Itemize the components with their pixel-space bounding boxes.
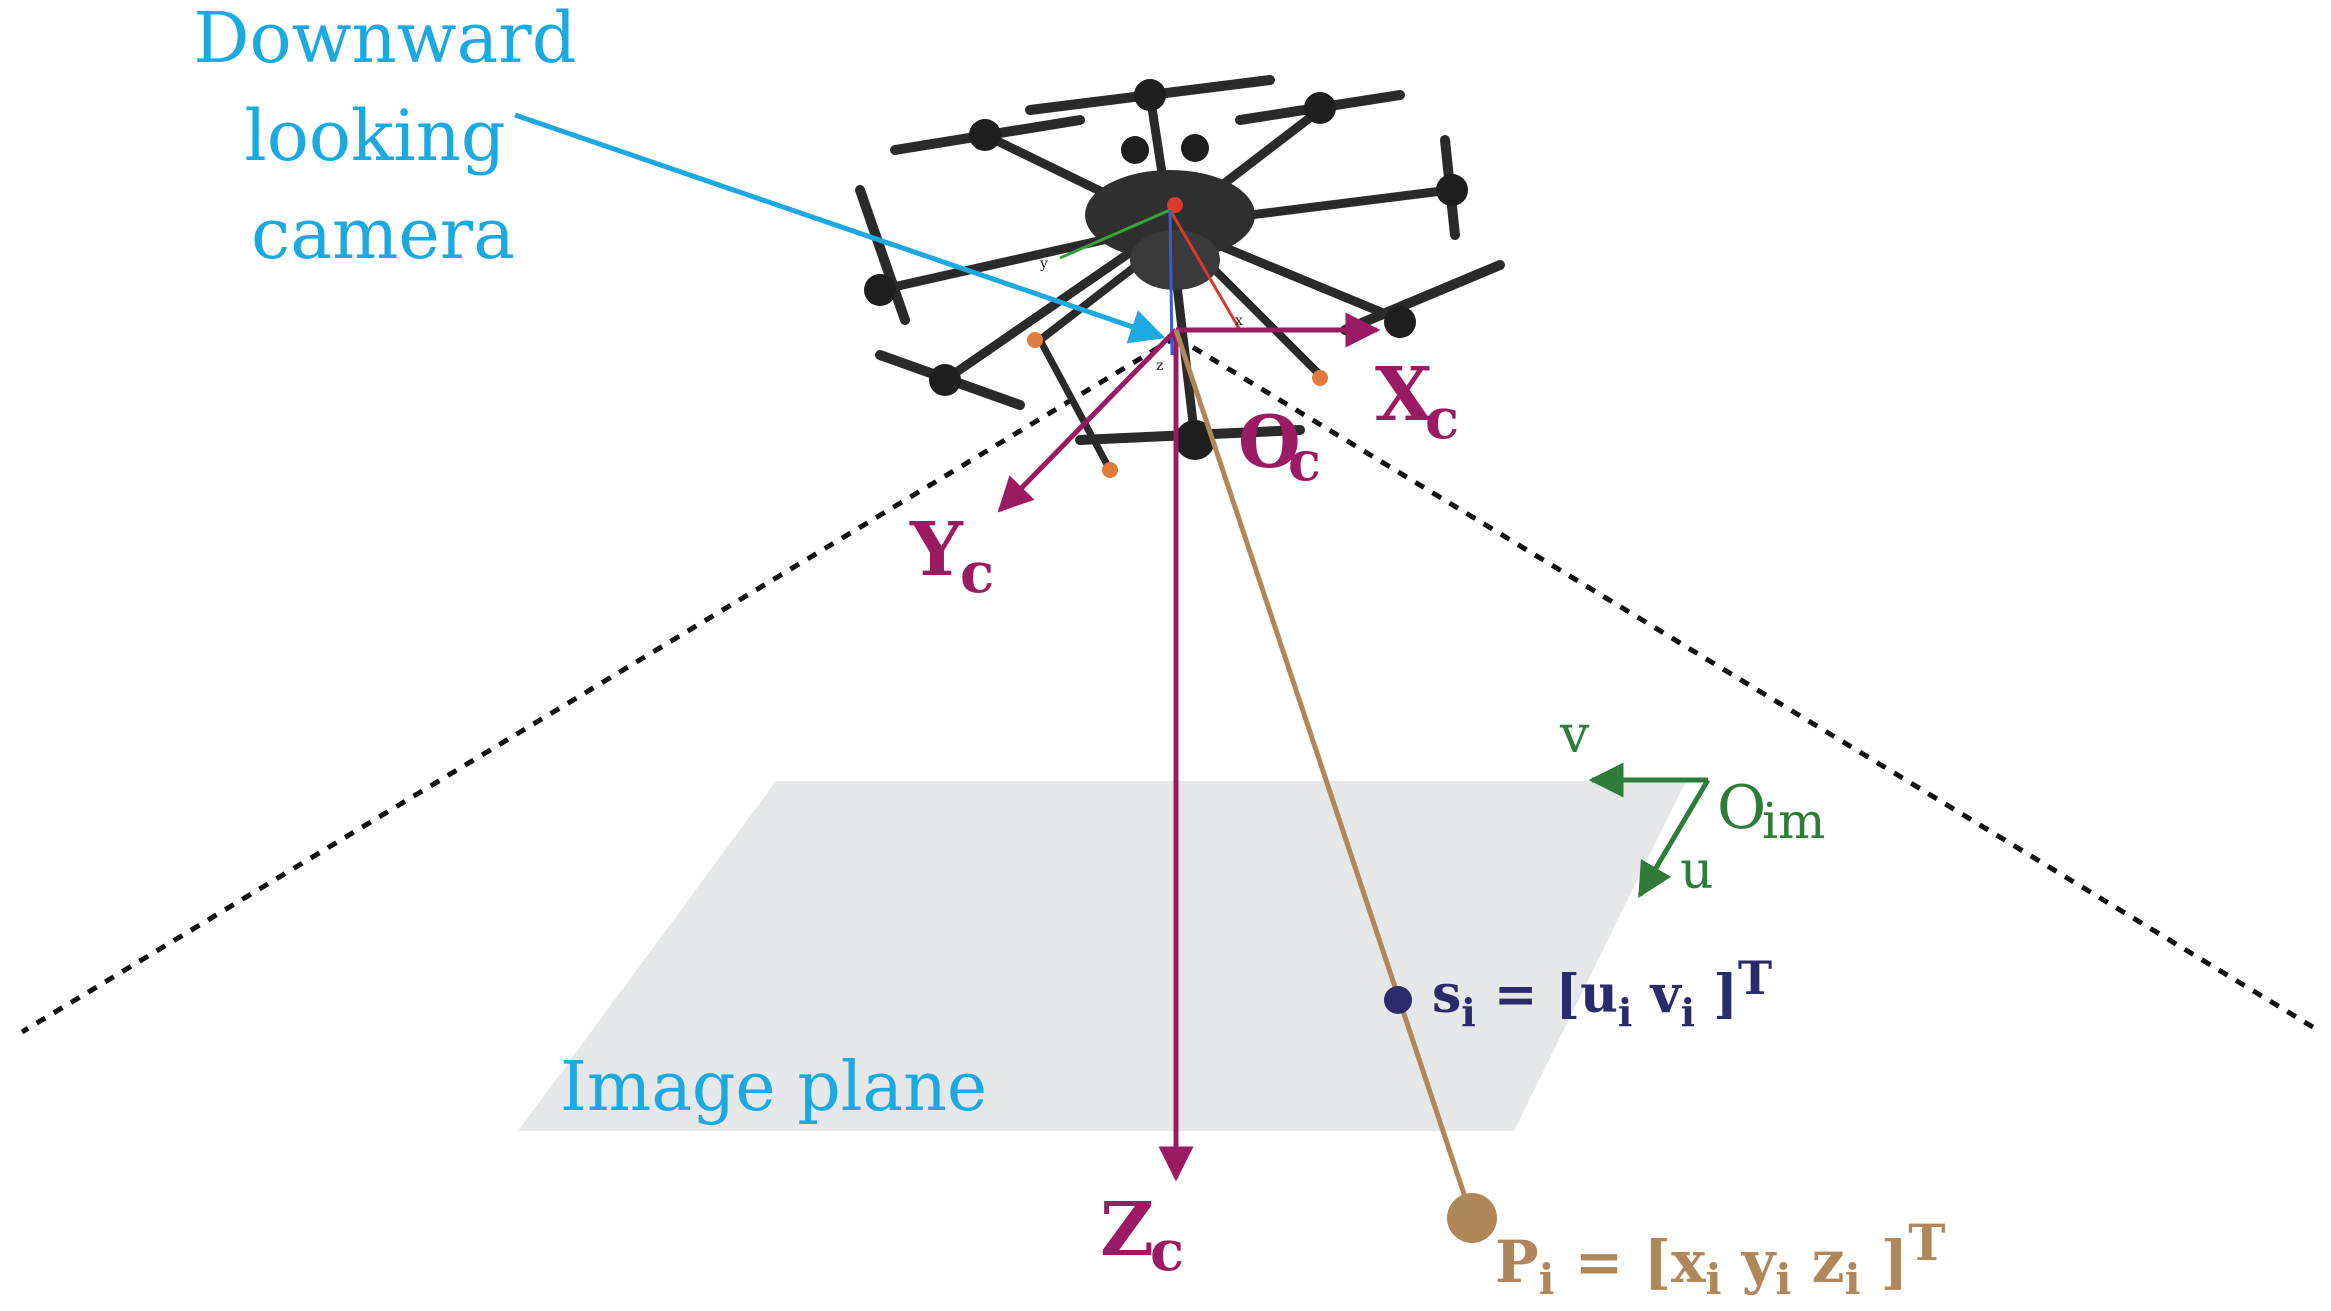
zc-sub: c — [1150, 1218, 1184, 1284]
camera-label-line1: Downward — [193, 0, 576, 79]
drone-axis-z-label: z — [1156, 358, 1163, 374]
svg-text:si = [ui vi ]T: si = [ui vi ]T — [1432, 951, 1772, 1035]
camera-label-line3: camera — [251, 193, 515, 275]
oc-sub: c — [1288, 429, 1321, 493]
zc-main: Z — [1100, 1187, 1154, 1273]
yc-main: Y — [909, 507, 964, 593]
u-label: u — [1680, 841, 1714, 901]
fov-right-line — [1174, 334, 2323, 1035]
yc-label: Y c — [909, 507, 994, 606]
projection-ray — [1173, 329, 1475, 1219]
camera-label: Downward looking camera — [193, 0, 576, 275]
oc-label: O c — [1238, 399, 1321, 493]
image-point-si — [1384, 986, 1412, 1014]
xc-main: X — [1375, 352, 1433, 438]
drone-body — [864, 79, 1468, 478]
fov-left-line — [20, 334, 1178, 1035]
si-label: si = [ui vi ]T — [1432, 951, 1772, 1035]
yc-axis-arrow — [997, 328, 1178, 513]
oc-main: O — [1238, 399, 1301, 484]
xc-sub: c — [1425, 386, 1459, 452]
oim-main: O — [1717, 773, 1766, 843]
image-plane — [518, 781, 1686, 1131]
drone-body-axes: y x z — [1039, 208, 1243, 374]
zc-label: Z c — [1100, 1187, 1184, 1284]
u-axis-arrow — [1637, 778, 1711, 899]
xc-label: X c — [1375, 352, 1459, 452]
world-point-pi — [1447, 1193, 1497, 1243]
camera-pointer-arrow — [514, 112, 1166, 344]
yc-sub: c — [960, 540, 994, 606]
oim-sub: im — [1762, 792, 1825, 850]
oim-label: O im — [1717, 773, 1825, 850]
image-plane-label: Image plane — [560, 1048, 987, 1127]
camera-label-line2: looking — [244, 95, 505, 177]
v-label: v — [1559, 705, 1590, 765]
drone-axis-y-label: y — [1039, 256, 1048, 272]
svg-text:Pi = [xi yi zi ]T: Pi = [xi yi zi ]T — [1495, 1213, 1945, 1304]
drone-axis-x-label: x — [1235, 313, 1243, 329]
pi-label: Pi = [xi yi zi ]T — [1495, 1213, 1945, 1304]
